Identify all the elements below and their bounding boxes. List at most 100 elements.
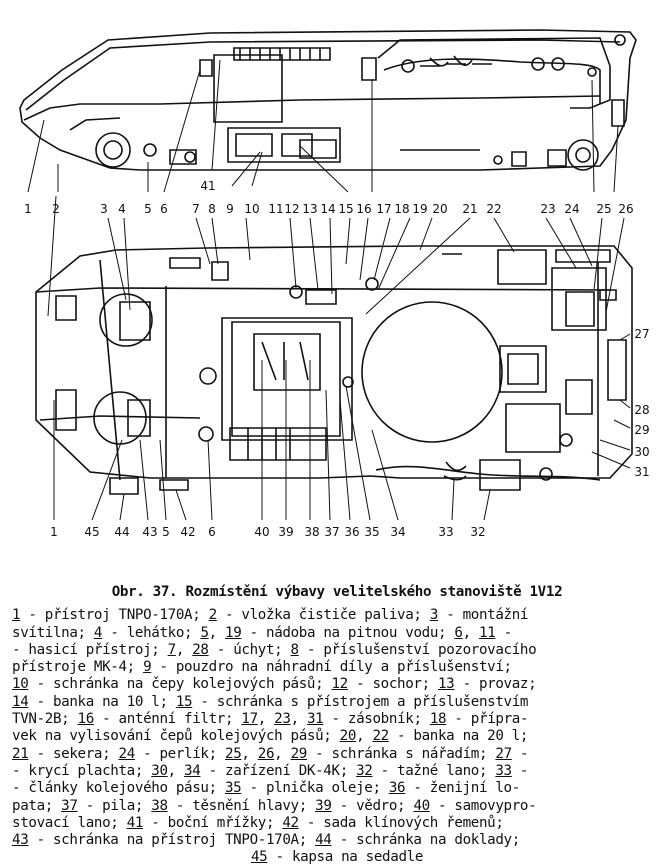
item-number: 37 bbox=[61, 797, 78, 814]
callout-label-top_labels-20: 21 bbox=[462, 202, 477, 216]
item-text: , bbox=[290, 711, 307, 728]
item-text: - plnička oleje; bbox=[241, 780, 389, 797]
caption-line: vek na vylisování čepů kolejových pásů; … bbox=[12, 728, 662, 745]
item-text: - hasicí přístroj; bbox=[12, 641, 168, 658]
callout-label-bottom_labels-8: 39 bbox=[278, 525, 293, 539]
top-view-hull bbox=[35, 245, 633, 495]
item-number: 29 bbox=[290, 745, 308, 762]
item-text: , bbox=[241, 745, 258, 762]
item-number: 44 bbox=[315, 832, 332, 849]
item-text: - montážní bbox=[438, 607, 529, 624]
item-number: 34 bbox=[184, 762, 201, 779]
item-text: - anténní filtr; bbox=[93, 711, 242, 728]
callout-label-bottom_labels-12: 35 bbox=[364, 525, 379, 539]
item-text: - tažné lano; bbox=[372, 762, 496, 779]
item-text: - schránka na čepy kolejových pásů; bbox=[28, 676, 332, 693]
item-text: - nádoba na pitnou vodu; bbox=[241, 624, 455, 641]
caption-body: 1 - přístroj TNPO-170A; 2 - vložka čisti… bbox=[12, 607, 662, 866]
callout-label-top_labels-23: 24 bbox=[564, 202, 579, 216]
item-number: 15 bbox=[175, 693, 193, 710]
callout-label-extra_label-0: 41 bbox=[200, 179, 215, 193]
item-number: 30 bbox=[151, 762, 168, 779]
callout-label-top_labels-12: 13 bbox=[302, 202, 317, 216]
item-text: vek na vylisování čepů kolejových pásů; bbox=[12, 728, 340, 745]
item-number: 6 bbox=[454, 624, 463, 641]
item-text: - schránka s přístrojem a příslušenstvím bbox=[192, 693, 529, 710]
callout-label-bottom_labels-0: 1 bbox=[50, 525, 58, 539]
item-text: , bbox=[257, 711, 275, 728]
item-text: - schránka s nářadím; bbox=[306, 745, 496, 762]
item-text: svítilna; bbox=[12, 624, 94, 641]
item-number: 12 bbox=[331, 676, 348, 693]
item-text: - přístroj TNPO-170A; bbox=[20, 607, 209, 624]
callout-label-bottom_labels-13: 34 bbox=[390, 525, 405, 539]
item-number: 2 bbox=[208, 607, 218, 624]
callout-label-top_labels-2: 3 bbox=[100, 202, 108, 216]
caption-line: - hasicí přístroj; 7, 28 - úchyt; 8 - př… bbox=[12, 642, 662, 659]
item-text: , bbox=[208, 624, 226, 641]
callout-label-top_labels-8: 9 bbox=[226, 202, 234, 216]
callout-label-bottom_labels-4: 5 bbox=[162, 525, 170, 539]
item-text: - provaz; bbox=[454, 676, 537, 693]
callout-label-top_labels-21: 22 bbox=[486, 202, 501, 216]
item-number: 31 bbox=[306, 711, 324, 728]
item-number: 28 bbox=[192, 641, 209, 658]
item-text: přístroje MK-4; bbox=[12, 659, 144, 676]
callout-label-side_labels-1: 28 bbox=[634, 403, 649, 417]
item-text: - perlík; bbox=[134, 745, 225, 762]
item-text: , bbox=[167, 762, 185, 779]
callout-label-side_labels-2: 29 bbox=[634, 423, 649, 437]
item-text: - boční mřížky; bbox=[143, 814, 283, 831]
item-number: 16 bbox=[77, 711, 95, 728]
item-text: pata; bbox=[12, 797, 62, 814]
item-number: 35 bbox=[224, 780, 242, 797]
item-number: 11 bbox=[479, 624, 496, 641]
callout-label-bottom_labels-5: 42 bbox=[180, 525, 195, 539]
item-number: 21 bbox=[12, 745, 29, 762]
item-text: - úchyt; bbox=[208, 641, 291, 658]
caption-title: Obr. 37. Rozmístění výbavy velitelského … bbox=[111, 584, 563, 600]
item-text: TVN-2B; bbox=[12, 711, 78, 728]
item-text: - schránka na přístroj TNPO-170A; bbox=[28, 832, 316, 849]
caption-line: 21 - sekera; 24 - perlík; 25, 26, 29 - s… bbox=[12, 746, 662, 763]
caption-line: 43 - schránka na přístroj TNPO-170A; 44 … bbox=[12, 832, 662, 849]
callout-label-bottom_labels-15: 32 bbox=[470, 525, 485, 539]
item-text: - lehátko; bbox=[102, 624, 201, 641]
item-number: 43 bbox=[12, 832, 29, 849]
item-number: 32 bbox=[356, 762, 373, 779]
item-text: - vědro; bbox=[331, 797, 414, 814]
callout-label-bottom_labels-3: 43 bbox=[142, 525, 157, 539]
callout-label-top_labels-14: 15 bbox=[338, 202, 353, 216]
item-number: 3 bbox=[429, 607, 439, 624]
item-number: 1 bbox=[12, 607, 21, 624]
item-number: 33 bbox=[495, 762, 512, 779]
equipment-diagram: 1234567891011121314151617181920212223242… bbox=[19, 29, 650, 539]
item-text: - schránka na doklady; bbox=[331, 832, 521, 849]
item-number: 9 bbox=[143, 659, 152, 676]
callout-label-top_labels-6: 7 bbox=[192, 202, 200, 216]
item-text: - samovypro- bbox=[429, 797, 537, 814]
caption-line: - články kolejového pásu; 35 - plnička o… bbox=[12, 780, 662, 797]
callout-label-top_labels-15: 16 bbox=[356, 202, 371, 216]
callout-label-top_labels-1: 2 bbox=[52, 202, 60, 216]
item-number: 40 bbox=[413, 797, 430, 814]
item-text: - pouzdro na náhradní díly a příslušenst… bbox=[151, 659, 512, 676]
callout-label-bottom_labels-9: 38 bbox=[304, 525, 319, 539]
caption-line: přístroje MK-4; 9 - pouzdro na náhradní … bbox=[12, 659, 662, 676]
item-text: - banka na 20 l; bbox=[388, 728, 529, 745]
caption-line: 10 - schránka na čepy kolejových pásů; 1… bbox=[12, 676, 662, 693]
callout-label-bottom_labels-7: 40 bbox=[254, 525, 269, 539]
item-text: - příslušenství pozorovacího bbox=[298, 641, 537, 658]
caption-line: TVN-2B; 16 - anténní filtr; 17, 23, 31 -… bbox=[12, 711, 662, 728]
item-number: 23 bbox=[274, 711, 291, 728]
callout-label-side_labels-3: 30 bbox=[634, 445, 649, 459]
callout-label-top_labels-0: 1 bbox=[24, 202, 32, 216]
item-text: - banka na 10 l; bbox=[28, 693, 176, 710]
item-number: 42 bbox=[282, 814, 299, 831]
item-number: 25 bbox=[225, 745, 242, 762]
item-number: 38 bbox=[151, 797, 168, 814]
item-text: - krycí plachta; bbox=[12, 762, 152, 779]
callout-label-top_labels-17: 18 bbox=[394, 202, 409, 216]
item-text: , bbox=[462, 624, 479, 641]
caption-line: 45 - kapsa na sedadle bbox=[12, 849, 662, 866]
